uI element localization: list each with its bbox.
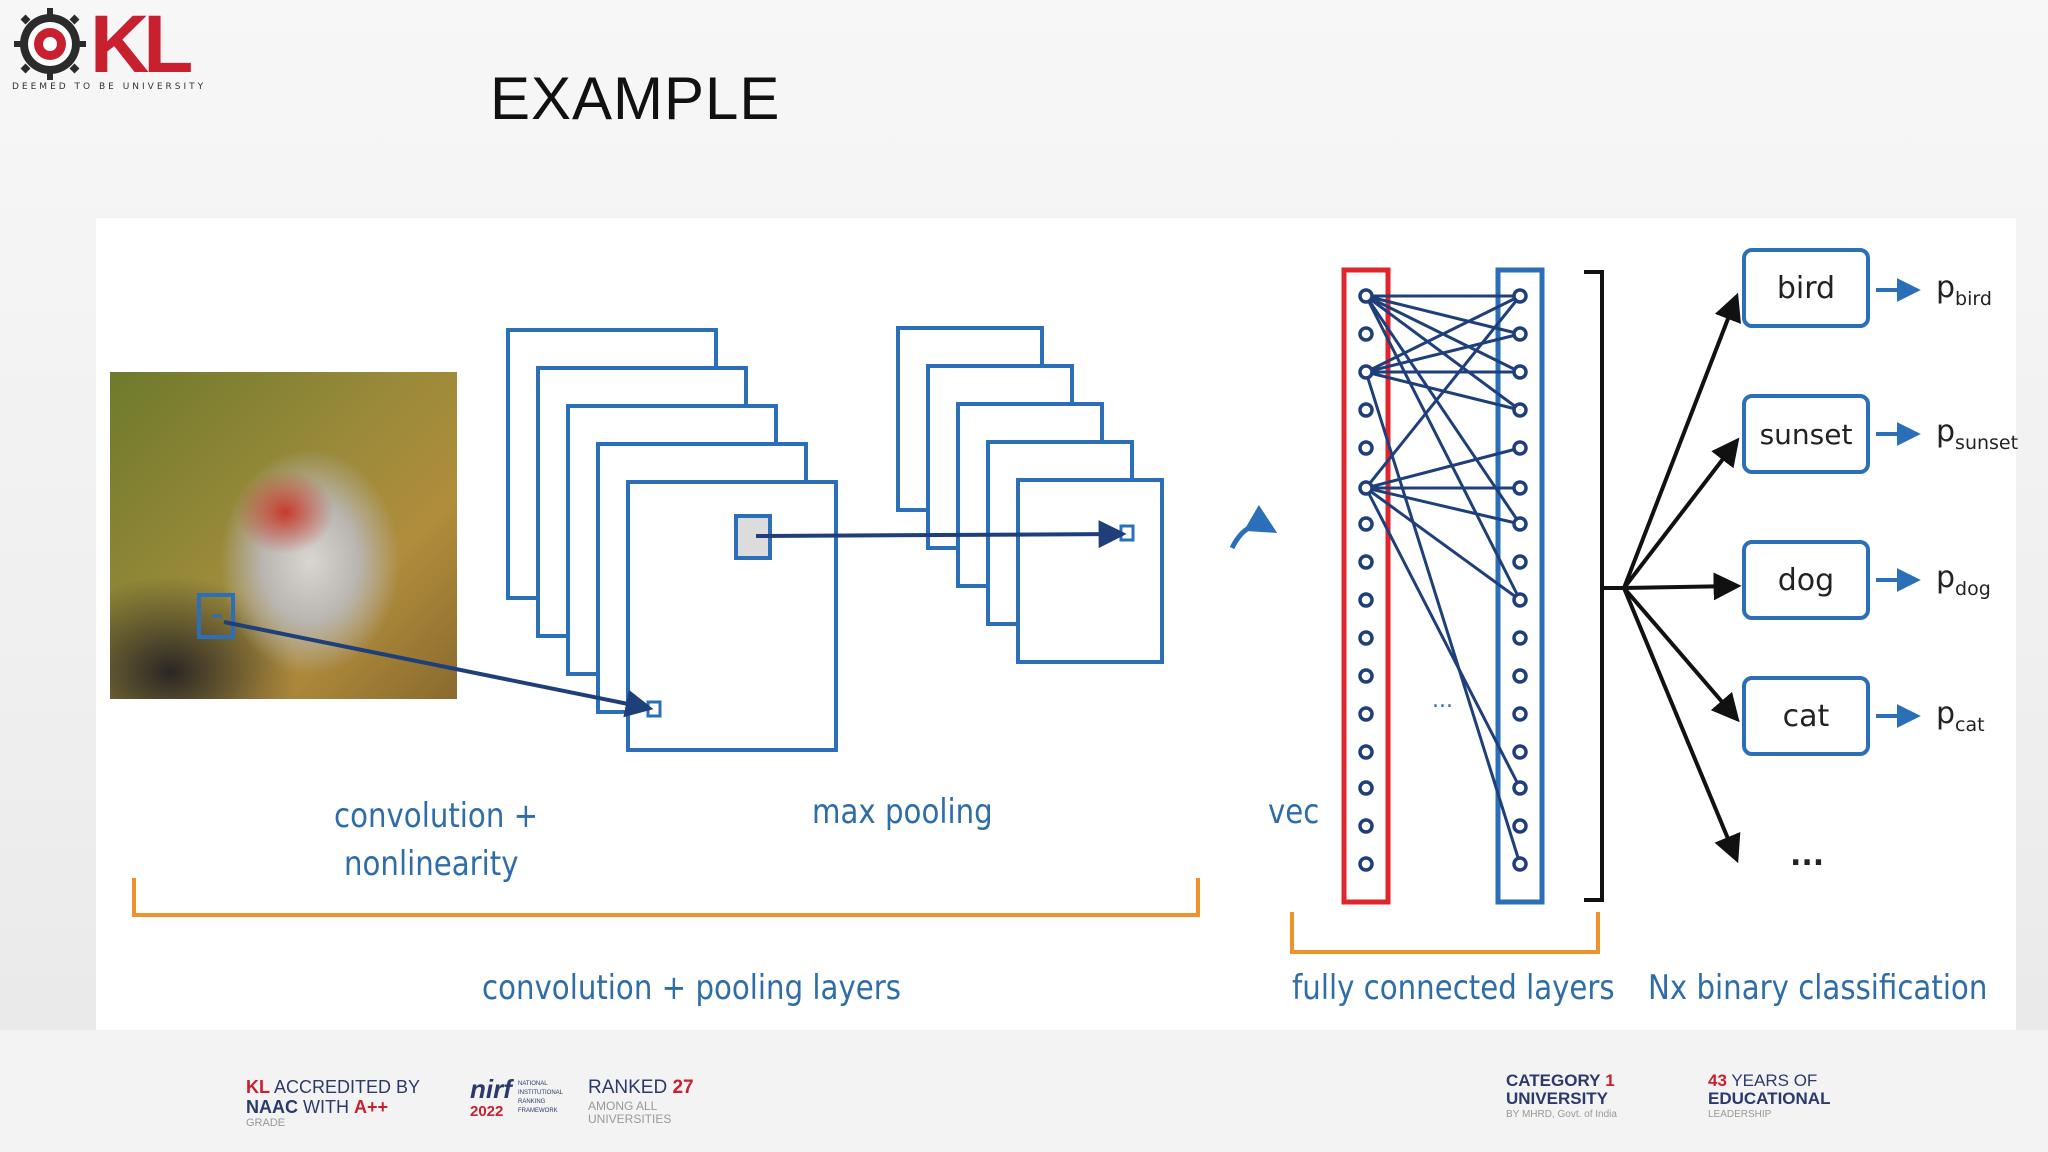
logo-wordmark: KL xyxy=(90,6,191,82)
diagram-graphics xyxy=(132,267,1921,954)
conv-to-pool-arrow xyxy=(755,520,1127,549)
label-conv-pooling-layers: convolution + pooling layers xyxy=(482,968,902,1008)
footer-bar: KL ACCREDITED BY NAAC WITH A++ GRADE nir… xyxy=(0,1030,2048,1152)
naac-grade: A++ xyxy=(354,1097,389,1117)
naac-with: WITH xyxy=(303,1097,349,1117)
years-line1: YEARS OF xyxy=(1731,1071,1818,1090)
label-conv-nonlinearity-1: convolution + xyxy=(334,796,539,836)
years-line2: EDUCATIONAL xyxy=(1708,1089,1831,1108)
prob-sunset: psunset xyxy=(1936,414,2019,454)
fc-ellipsis: ... xyxy=(1432,688,1453,713)
gear-emblem-icon xyxy=(14,8,86,80)
rank-line2: AMONG ALL xyxy=(588,1099,658,1113)
class-box-cat: cat xyxy=(1742,676,1870,756)
rank-label: RANKED xyxy=(588,1077,668,1098)
nirf-desc: NATIONAL INSTITUTIONAL RANKING FRAMEWORK xyxy=(518,1081,563,1114)
years-value: 43 xyxy=(1708,1071,1727,1090)
label-binary-classification: Nx binary classification xyxy=(1648,968,1988,1008)
prob-cat: pcat xyxy=(1936,696,1985,736)
label-vec: vec xyxy=(1268,792,1320,832)
label-conv-nonlinearity-2: nonlinearity xyxy=(344,844,519,884)
flatten-arrow-icon xyxy=(1229,504,1278,550)
cat-value: 1 xyxy=(1605,1071,1615,1090)
nirf-logo: nirf xyxy=(470,1074,512,1104)
years-line3: LEADERSHIP xyxy=(1708,1109,1772,1120)
rank-value: 27 xyxy=(672,1077,694,1098)
nirf-year: 2022 xyxy=(470,1103,504,1120)
kl-university-logo: KL DEEMED TO BE UNIVERSITY xyxy=(12,6,222,96)
output-bracket xyxy=(1584,270,1604,902)
cat-line1: CATEGORY xyxy=(1506,1071,1601,1090)
photo-to-conv-arrow xyxy=(223,620,654,718)
vec-column xyxy=(1341,267,1391,905)
class-box-bird: bird xyxy=(1742,248,1870,328)
hidden-layer-column xyxy=(1495,267,1545,905)
class-ellipsis: ... xyxy=(1790,838,1825,873)
prob-dog: pdog xyxy=(1936,560,1991,600)
rank-line3: UNIVERSITIES xyxy=(588,1112,672,1126)
conv-pooling-bracket xyxy=(132,878,1200,917)
cat-line3: BY MHRD, Govt. of India xyxy=(1506,1109,1617,1120)
naac-kl: KL xyxy=(246,1077,270,1097)
prob-bird: pbird xyxy=(1936,270,1992,310)
bird-input-image xyxy=(110,372,457,699)
slide-title: EXAMPLE xyxy=(490,65,781,132)
logo-subtext: DEEMED TO BE UNIVERSITY xyxy=(12,82,207,92)
hidden-neurons xyxy=(1512,288,1528,872)
max-pooling-feature-maps xyxy=(896,326,1164,664)
cat-line2: UNIVERSITY xyxy=(1506,1089,1609,1108)
naac-naac: NAAC xyxy=(246,1097,298,1117)
cnn-diagram-panel: convolution + nonlinearity max pooling v… xyxy=(96,218,2019,1050)
classification-arrows xyxy=(1622,292,1742,864)
convolution-feature-maps xyxy=(506,328,838,752)
naac-line1: ACCREDITED BY xyxy=(274,1077,421,1097)
label-max-pooling: max pooling xyxy=(812,792,993,832)
fc-connections xyxy=(1364,294,1522,865)
label-fully-connected-layers: fully connected layers xyxy=(1292,968,1615,1008)
fc-bracket xyxy=(1290,912,1600,954)
vec-neurons xyxy=(1358,288,1374,872)
probability-arrows xyxy=(1876,278,1921,728)
class-box-dog: dog xyxy=(1742,540,1870,620)
receptive-field-box xyxy=(197,593,235,639)
naac-line3: GRADE xyxy=(246,1117,286,1129)
class-box-sunset: sunset xyxy=(1742,394,1870,474)
